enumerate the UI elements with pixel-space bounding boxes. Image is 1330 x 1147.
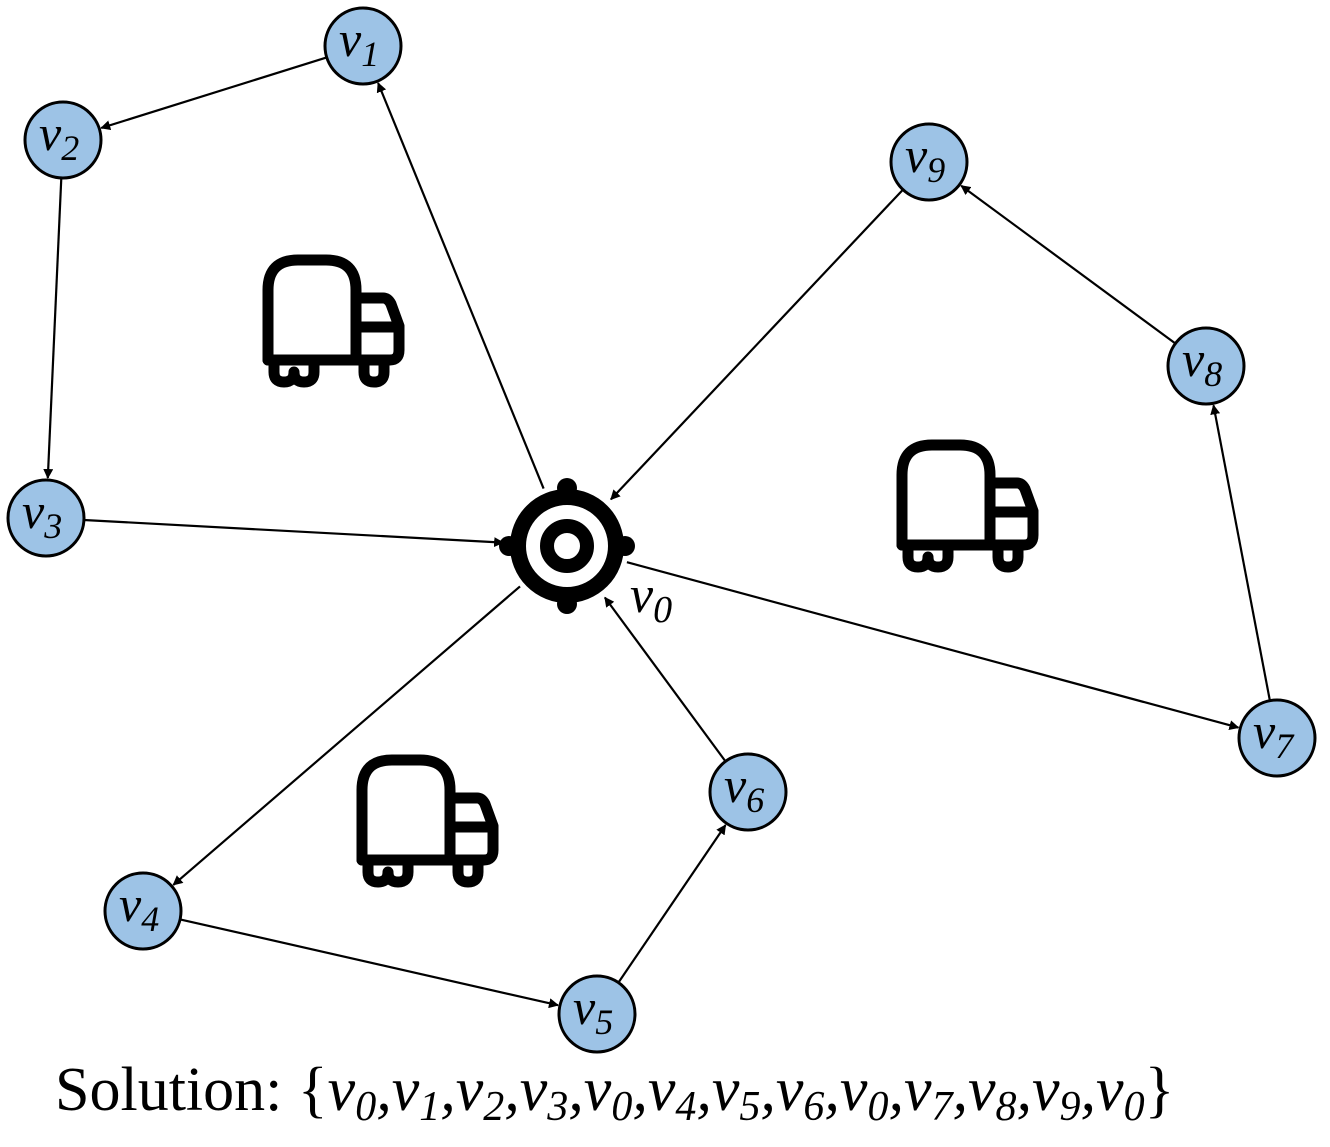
edge-v9-to-v0 [610, 188, 904, 501]
node-v6: v6 [708, 752, 788, 832]
node-v5: v5 [557, 974, 637, 1054]
node-v4: v4 [103, 871, 183, 951]
edge-v8-to-v9 [960, 184, 1177, 345]
edge-v2-to-v3 [43, 177, 63, 479]
solution-item: v5 [711, 1056, 761, 1130]
depot-label: v0 [630, 567, 672, 631]
node-v2: v2 [23, 100, 103, 180]
truck-icon [902, 445, 1033, 567]
solution-item: v1 [391, 1056, 441, 1130]
edge-v7-to-v8 [1210, 404, 1271, 701]
solution-item: v3 [519, 1056, 569, 1130]
edge-v0-to-v4 [172, 585, 521, 886]
depot-target-icon [499, 478, 635, 614]
solution-item: v6 [775, 1056, 825, 1130]
node-v8: v8 [1166, 326, 1246, 406]
edge-v0-to-v1 [376, 82, 545, 490]
solution-item: v0 [327, 1056, 377, 1130]
edge-v3-to-v0 [83, 518, 505, 548]
edge-v4-to-v5 [179, 918, 559, 1009]
solution-item: v9 [1032, 1056, 1081, 1130]
solution-item: v0 [839, 1056, 889, 1130]
solution-caption: Solution: {v0,v1,v2,v3,v0,v4,v5,v6,v0,v7… [55, 1050, 1305, 1130]
solution-item: v0 [583, 1056, 633, 1130]
customer-nodes: v1 v2 v3 v4 v5 v6 v7 v8 v9 [6, 6, 1317, 1054]
solution-sequence: v0,v1,v2,v3,v0,v4,v5,v6,v0,v7,v8,v9,v0 [327, 1056, 1145, 1130]
depot: v0 [499, 478, 672, 631]
solution-close-brace: } [1144, 1056, 1175, 1124]
solution-label: Solution: [55, 1056, 283, 1124]
edge-v6-to-v0 [604, 596, 727, 763]
solution-item: v7 [903, 1056, 953, 1130]
solution-open-brace: { [297, 1056, 328, 1124]
edges [43, 56, 1271, 1009]
node-v1: v1 [323, 6, 403, 86]
solution-item: v2 [455, 1056, 505, 1130]
edge-v5-to-v6 [617, 824, 727, 984]
edge-v0-to-v7 [626, 561, 1240, 731]
truck-icon [362, 760, 493, 882]
node-v3: v3 [6, 478, 86, 558]
solution-item: v4 [647, 1056, 697, 1130]
solution-item: v0 [1096, 1056, 1145, 1130]
node-label-v2: v2 [39, 105, 79, 168]
node-v9: v9 [889, 122, 969, 202]
node-label-v1: v1 [339, 11, 379, 74]
node-v7: v7 [1237, 698, 1317, 778]
truck-icon [268, 260, 399, 382]
solution-item: v8 [967, 1056, 1017, 1130]
edge-v1-to-v2 [100, 56, 328, 131]
